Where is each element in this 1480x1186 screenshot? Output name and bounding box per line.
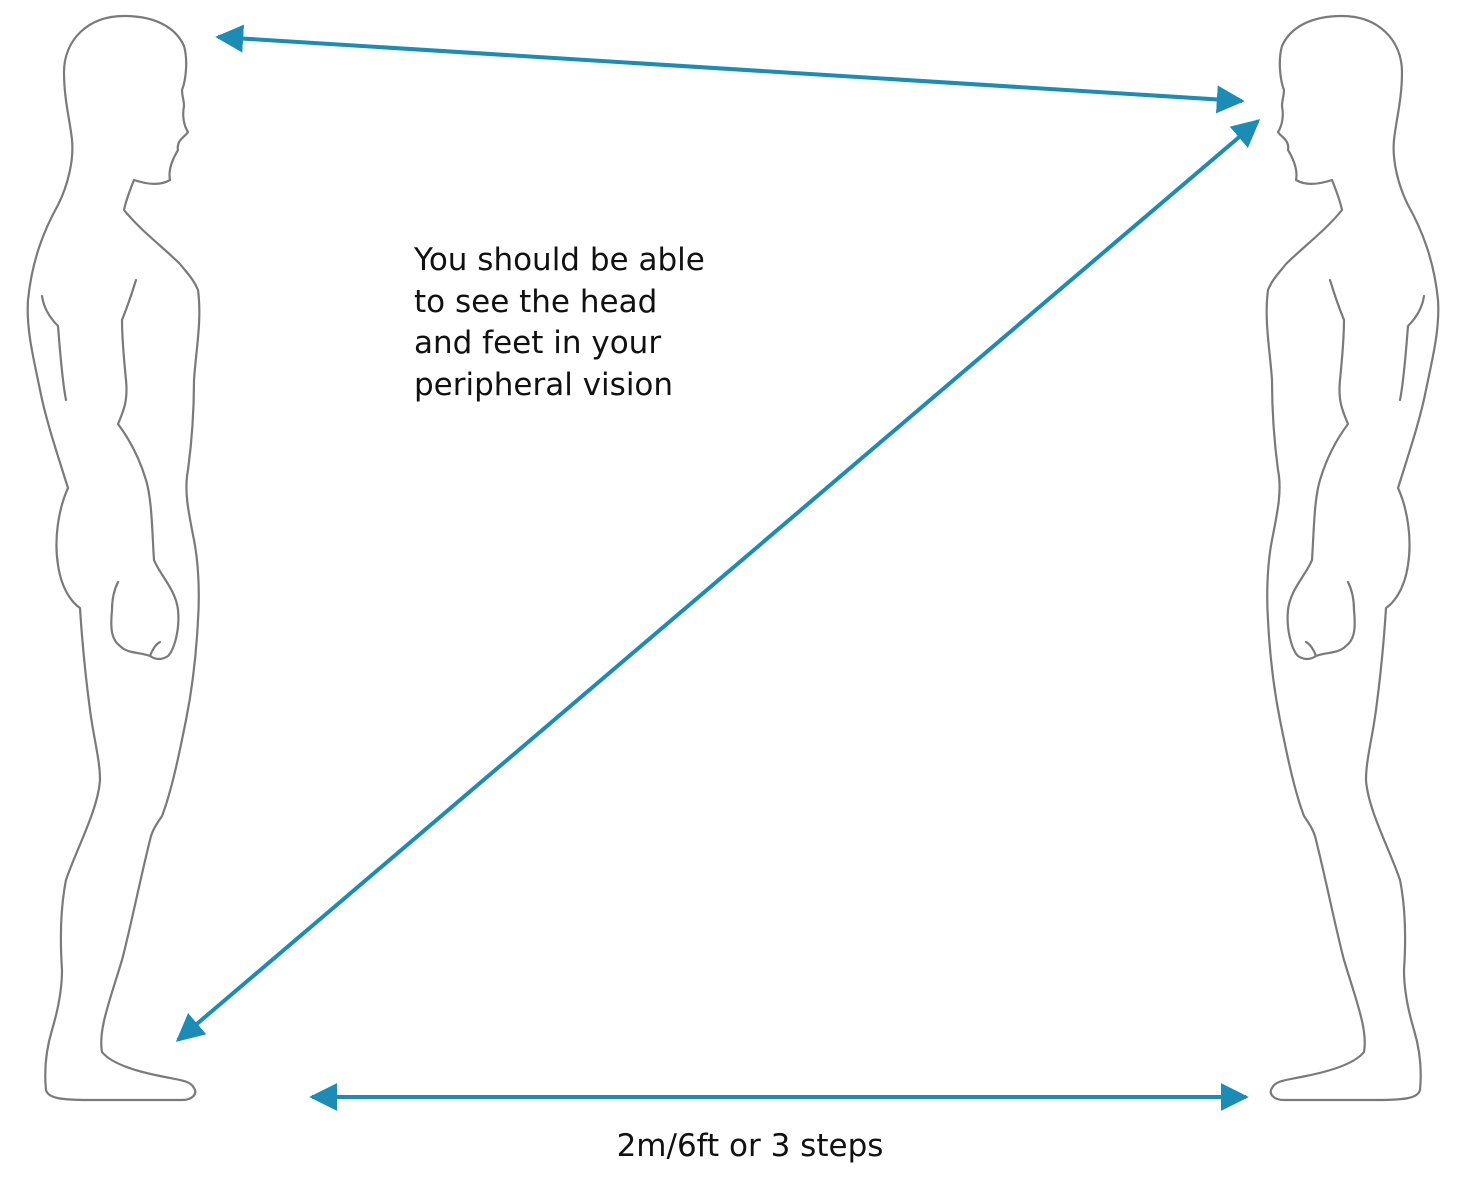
- head-to-head-arrow: [215, 24, 1245, 114]
- peripheral-vision-caption: You should be able to see the head and f…: [414, 242, 705, 403]
- right-person-figure: [1265, 14, 1440, 1102]
- left-person-figure: [26, 14, 201, 1102]
- diagonal-sightline-arrow: [175, 119, 1261, 1042]
- distance-label: 2m/6ft or 3 steps: [616, 1128, 884, 1164]
